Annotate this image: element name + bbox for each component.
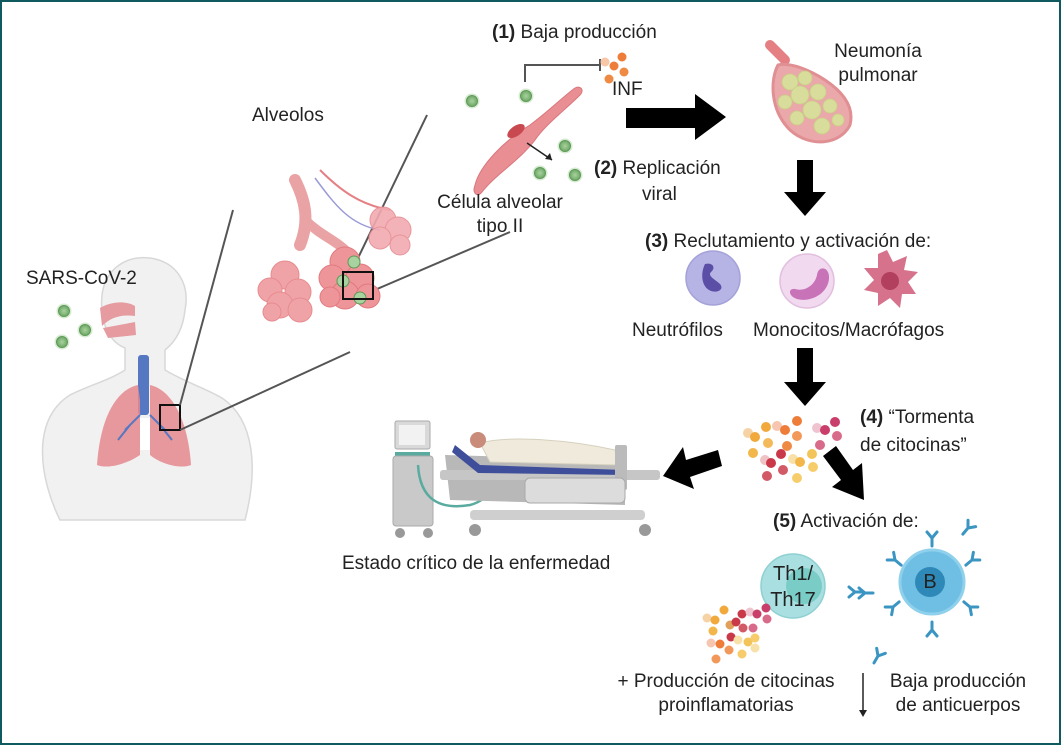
label-inf: INF — [612, 79, 643, 100]
arrow-down-1 — [784, 160, 826, 216]
neutrophil-icon — [685, 250, 741, 306]
th-line2: Th17 — [770, 589, 816, 611]
label-step-2: (2) Replicación — [594, 157, 721, 181]
step-1-text: Baja producción — [520, 22, 657, 43]
step-4-text: “Tormenta — [888, 407, 975, 428]
step-5-text: Activación de: — [800, 511, 919, 532]
label-produccion-citocinas: + Producción de citocinas proinflamatori… — [592, 670, 860, 718]
label-step-1: (1) Baja producción — [492, 21, 657, 45]
step-5-number: (5) — [773, 511, 797, 532]
alveolar-cell-line1: Célula alveolar — [437, 192, 563, 213]
neumonia-line1: Neumonía — [834, 41, 922, 62]
label-b-cell: B — [923, 571, 937, 593]
label-step-4: (4) “Tormenta — [860, 406, 974, 430]
label-alveolos: Alveolos — [252, 105, 324, 126]
down-arrow-small — [859, 673, 867, 717]
label-estado-critico: Estado crítico de la enfermedad — [342, 553, 611, 574]
label-alveolar-cell: Célula alveolar tipo II — [420, 191, 580, 239]
arrow-right-1 — [626, 94, 726, 140]
interferon-dots — [600, 52, 629, 84]
cytokine-storm-dots — [743, 416, 842, 483]
th-cell-icon — [760, 553, 826, 619]
label-neutrofilos: Neutrófilos — [632, 320, 723, 341]
step-1-number: (1) — [492, 22, 516, 43]
human-body-illustration — [41, 256, 253, 521]
produccion-line2: proinflamatorias — [658, 695, 794, 716]
label-neumonia: Neumonía pulmonar — [818, 40, 938, 88]
proinflammatory-cytokine-dots — [702, 603, 772, 664]
arrow-left — [663, 447, 722, 489]
label-sars-cov-2: SARS-CoV-2 — [26, 268, 137, 289]
label-th-cell: Th1/ Th17 — [763, 561, 823, 613]
produccion-line1: + Producción de citocinas — [617, 671, 835, 692]
step-2-number: (2) — [594, 158, 618, 179]
b-cell-icon — [857, 518, 982, 667]
step-2-text: Replicación — [622, 158, 721, 179]
sars-virus-particles — [54, 303, 93, 350]
step-3-text: Reclutamiento y activación de: — [673, 231, 932, 252]
step-4-number: (4) — [860, 407, 884, 428]
neumonia-line2: pulmonar — [838, 65, 918, 86]
baja-line1: Baja producción — [889, 671, 1027, 692]
alveolar-cell-line2: tipo II — [476, 216, 524, 237]
label-step-5: (5) Activación de: — [773, 510, 919, 534]
label-baja-anticuerpos: Baja producción de anticuerpos — [872, 670, 1044, 718]
th-line1: Th1/ — [772, 563, 814, 585]
baja-line2: de anticuerpos — [895, 695, 1021, 716]
flow-arrows — [626, 94, 864, 500]
macrophage-icon — [864, 250, 918, 308]
arrow-diagonal — [823, 446, 864, 500]
pneumonia-illustration — [765, 40, 853, 144]
label-step-4-line2: de citocinas” — [860, 435, 967, 456]
icu-bed-illustration — [392, 420, 660, 538]
label-step-2-line2: viral — [642, 184, 677, 205]
label-monocitos-macrofagos: Monocitos/Macrófagos — [753, 320, 945, 341]
alveoli-illustration — [257, 169, 412, 323]
label-step-3: (3) Reclutamiento y activación de: — [645, 230, 931, 254]
arrow-down-2 — [784, 348, 826, 406]
monocyte-icon — [779, 253, 835, 309]
step-3-number: (3) — [645, 231, 669, 252]
alveolar-cell-illustration — [473, 59, 601, 196]
